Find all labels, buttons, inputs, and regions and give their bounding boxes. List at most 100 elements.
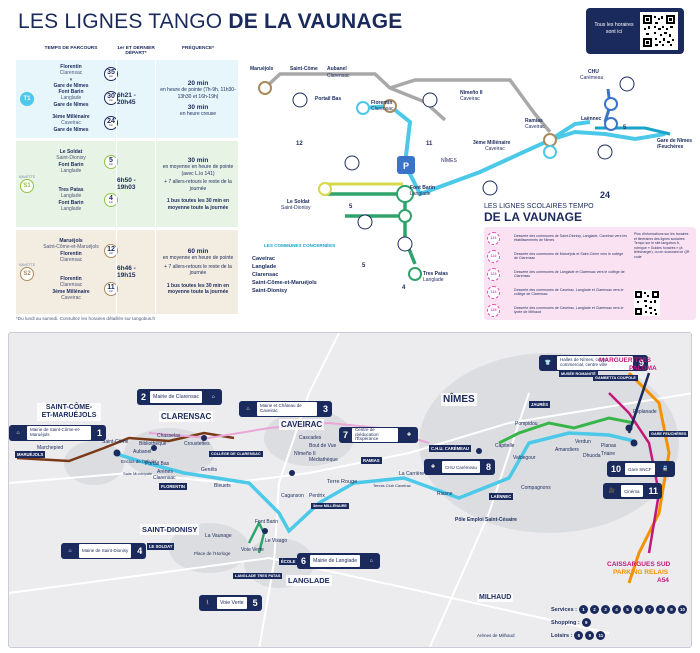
qr-panel[interactable]: Tous les horaires sont ici — [586, 8, 684, 54]
map-tag: GAMBETTA COUPOLE — [593, 375, 638, 381]
scolaires-box: LES LIGNES SCOLAIRES TEMPO DE LA VAUNAGE… — [484, 203, 696, 320]
commune-item: Saint-Côme-et-Maruéjols — [252, 279, 317, 286]
header-first-last: 1er ET DERNIER DÉPART* — [117, 46, 155, 56]
map-destination: A54 — [657, 577, 669, 584]
first-last-departure: 6h21 - 20h45 — [116, 60, 156, 138]
area-map[interactable]: SAINT-CÔME- ET-MARUÉJOLS CLARENSAC CAVEI… — [8, 332, 692, 648]
map-label: Amandiers — [555, 447, 579, 453]
stop-name: CHU — [588, 69, 599, 75]
stop-city: Caveirac — [525, 124, 545, 130]
map-label: Pôle Emploi Saint-Césaire — [455, 517, 517, 523]
hospital-icon: ✚ — [430, 464, 436, 470]
map-line-s1 — [247, 520, 266, 554]
stop-name: /Feuchères — [657, 144, 684, 150]
header-frequency: FRÉQUENCE* — [182, 46, 214, 51]
navette-caption: NAVETTE — [18, 175, 36, 179]
map-label: Aubanel — [133, 449, 152, 455]
map-label: Bout de Vue — [309, 443, 337, 449]
map-tag: FLORENTIN — [159, 483, 187, 490]
stop-name: Font Barin — [410, 185, 435, 191]
time-label: 12 — [296, 141, 303, 147]
stop-city: Saint-Dionisy — [281, 205, 311, 211]
stop-city: Langlade — [410, 191, 431, 197]
building-icon: ⌂ — [16, 430, 20, 436]
legend-shopping: Shopping : 9 — [551, 618, 691, 627]
stop-name: Aubanel — [327, 66, 347, 72]
poi-mairie-saint-dionisy[interactable]: ⌂ Mairie de Saint-Dionisy 4 — [61, 543, 147, 559]
map-tag: LAËNNEC — [489, 493, 514, 500]
map-label: Place de l'Horloge — [194, 551, 231, 556]
city-label: NÎMES — [441, 158, 457, 164]
map-label: Arènes — [157, 469, 173, 475]
map-label: Le Visago — [265, 538, 288, 544]
poi-halles-nimes[interactable]: 👕 Halles de Nîmes, centre commercial, ce… — [539, 355, 649, 371]
map-label: Caganson — [281, 493, 304, 499]
poi-centre-reeducation[interactable]: 7 Centre de rééducation l'Éspérance ✚ — [339, 427, 419, 443]
qr-panel-text: Tous les horaires sont ici — [594, 22, 634, 35]
map-destination: CAISSARGUES SUD — [607, 561, 671, 568]
stop-name: Le Soldat — [287, 199, 310, 205]
line-badge-t1: T1 — [20, 92, 34, 106]
poi-mairie-caveirac[interactable]: ⌂ Mairie et Château de Caveirac 3 — [239, 401, 333, 417]
stop-markers — [258, 81, 618, 281]
map-label: Perdrix — [309, 493, 325, 499]
time-label: 4 — [402, 285, 406, 291]
stop-city: Caveirac — [485, 146, 505, 152]
zone-label: MILHAUD — [477, 593, 514, 602]
poi-voie-verte[interactable]: 🚶 Voie Verte 5 — [199, 595, 262, 611]
castle-icon: ⌂ — [246, 406, 250, 412]
map-label: Croustettes — [184, 441, 210, 447]
map-line-s2 — [16, 431, 235, 463]
qr-code-icon[interactable] — [634, 290, 660, 316]
map-tag: LE SOLDAT — [147, 543, 175, 550]
building-icon: ⌂ — [68, 548, 72, 554]
poi-gare-sncf[interactable]: 10 Gare SNCF 🚆 — [607, 461, 675, 477]
communes-box: LES COMMUNES CONCERNÉES Caveirac Langlad… — [252, 243, 362, 296]
map-label: Bibliothèque — [139, 441, 167, 447]
poi-mairie-langlade[interactable]: 6 Mairie de Langlade ⌂ — [297, 553, 381, 569]
map-label: Médiathèque — [309, 457, 338, 463]
map-label: Terre Rouge — [327, 479, 358, 485]
scolaires-title-small: LES LIGNES SCOLAIRES TEMPO — [484, 203, 594, 210]
map-line-magenta — [608, 392, 661, 554]
stop-name: Florentin — [371, 100, 393, 106]
map-tag: C.H.U. CARÉMEAU — [429, 445, 471, 452]
map-destination: MARGUERITTES — [599, 357, 651, 364]
map-label: Triaire — [601, 451, 615, 457]
building-icon: ⌂ — [211, 394, 215, 400]
zone-label: SAINT-DIONISY — [140, 524, 200, 535]
title-bold: DE LA VAUNAGE — [228, 10, 403, 33]
time-label: 11 — [426, 141, 433, 147]
poi-mairie-saint-come[interactable]: ⌂ Mairie de Saint-Côme-et-Maruéjols 1 — [9, 425, 107, 441]
map-label: Portail Bas — [145, 461, 170, 467]
commune-item: Saint-Dionisy — [252, 287, 288, 294]
hiker-icon: 🚶 — [204, 600, 212, 606]
map-label: Genêts — [201, 467, 218, 473]
map-label: Clarensac — [153, 475, 176, 481]
map-label: Saint-Côme — [102, 439, 129, 445]
frequency-cell: 20 min en heure de pointe (7h-9h, 11h30-… — [160, 80, 236, 118]
poi-cinema[interactable]: 🎥 Cinéma 11 — [603, 483, 663, 499]
stop-name: Laënnec — [581, 116, 602, 122]
map-label: Enclos de l'Olivier — [121, 459, 157, 464]
network-diagram: P 12 11 5 5 6 5 4 24 Maruéjols Saint-Côm… — [245, 44, 700, 320]
map-label: Valdegour — [513, 455, 536, 461]
map-label: Arènes de Milhaud — [477, 633, 515, 638]
map-label: Salle Municipale — [123, 471, 153, 476]
poi-mairie-clarensac[interactable]: 2 Mairie de Clarensac ⌂ — [137, 389, 223, 405]
poi-chu-caremeau[interactable]: ✚ CHU Carémeau 8 — [424, 459, 496, 475]
map-tag: RAMIAS — [361, 457, 382, 464]
map-label: Marchepied — [37, 445, 64, 451]
map-label: Riasne — [437, 491, 453, 497]
navette-caption: NAVETTE — [18, 263, 36, 267]
first-last-departure: 6h50 - 19h03 — [116, 141, 156, 227]
